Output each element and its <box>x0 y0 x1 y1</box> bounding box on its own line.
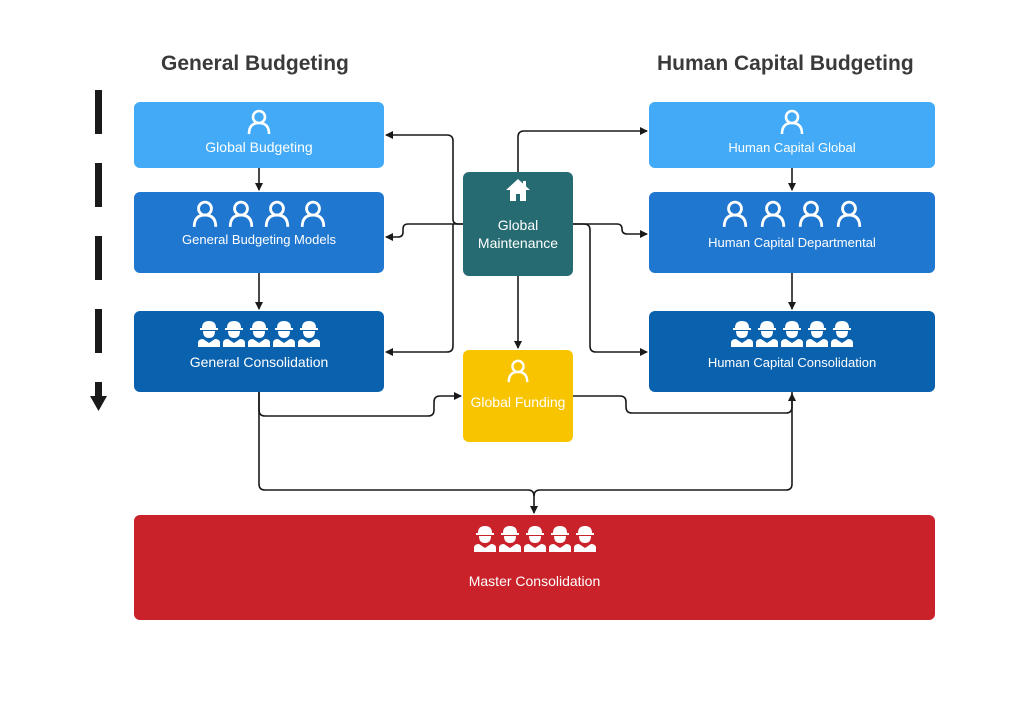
node-general-budgeting-models[interactable]: General Budgeting Models <box>134 192 384 273</box>
node-human-capital-departmental[interactable]: Human Capital Departmental <box>649 192 935 273</box>
node-human-capital-consolidation[interactable]: Human Capital Consolidation <box>649 311 935 392</box>
person-icon-group <box>721 200 863 228</box>
person-icon <box>264 200 290 227</box>
worker-icon <box>223 321 245 347</box>
person-icon <box>836 200 862 227</box>
worker-icon <box>831 321 853 347</box>
node-label-line1: Global <box>497 217 539 233</box>
node-human-capital-global[interactable]: Human Capital Global <box>649 102 935 168</box>
node-label: General Budgeting Models <box>182 232 336 247</box>
edge-maintenance-to-general-consolidation <box>385 224 454 356</box>
node-global-maintenance[interactable]: Global Maintenance <box>463 172 573 276</box>
node-label: Global Budgeting <box>205 139 313 155</box>
heading-human-capital-budgeting: Human Capital Budgeting <box>657 52 914 75</box>
person-icon <box>760 200 786 227</box>
person-icon <box>247 109 271 135</box>
worker-icon <box>806 321 828 347</box>
edge-maintenance-to-hc-departmental <box>573 223 648 238</box>
node-label: Human Capital Consolidation <box>707 355 877 370</box>
person-icon-group <box>191 200 327 228</box>
node-label-line2: Maintenance <box>477 235 559 251</box>
edge-maintenance-to-global-budgeting <box>385 131 463 225</box>
worker-icon <box>273 321 295 347</box>
person-icon <box>780 109 804 135</box>
worker-icon <box>523 526 546 552</box>
person-icon <box>300 200 326 227</box>
person-icon <box>192 200 218 227</box>
edge-funding-to-hc-consolidation <box>573 393 796 414</box>
worker-icon <box>731 321 753 347</box>
worker-icon-group <box>730 319 854 347</box>
worker-icon <box>573 526 596 552</box>
person-icon <box>228 200 254 227</box>
edge-hc-consolidation-to-master <box>533 392 793 497</box>
node-global-funding[interactable]: Global Funding <box>463 350 573 442</box>
node-master-consolidation[interactable]: Master Consolidation <box>134 515 935 620</box>
worker-icon-group <box>197 319 321 347</box>
home-icon <box>506 179 530 201</box>
worker-icon <box>473 526 496 552</box>
heading-general-budgeting: General Budgeting <box>161 52 349 75</box>
person-icon <box>798 200 824 227</box>
person-icon <box>507 359 529 383</box>
worker-icon <box>548 526 571 552</box>
person-icon <box>722 200 748 227</box>
node-label: Master Consolidation <box>468 573 601 589</box>
person-icon-group <box>246 109 272 135</box>
worker-icon <box>198 321 220 347</box>
arrow-head-icon <box>90 396 107 411</box>
edge-maintenance-to-models <box>385 223 463 241</box>
edge-general-consolidation-to-funding <box>258 392 462 417</box>
node-general-consolidation[interactable]: General Consolidation <box>134 311 384 392</box>
worker-icon <box>756 321 778 347</box>
node-label: Global Funding <box>470 394 566 410</box>
worker-icon <box>298 321 320 347</box>
worker-icon <box>498 526 521 552</box>
worker-icon <box>781 321 803 347</box>
node-label: Human Capital Global <box>728 140 856 155</box>
edge-maintenance-to-hc-global <box>517 127 648 172</box>
node-label: Human Capital Departmental <box>708 235 876 250</box>
node-label: General Consolidation <box>189 354 329 370</box>
worker-icon-group <box>473 524 597 552</box>
edge-maintenance-to-hc-consolidation <box>573 223 648 356</box>
worker-icon <box>248 321 270 347</box>
node-global-budgeting[interactable]: Global Budgeting <box>134 102 384 168</box>
